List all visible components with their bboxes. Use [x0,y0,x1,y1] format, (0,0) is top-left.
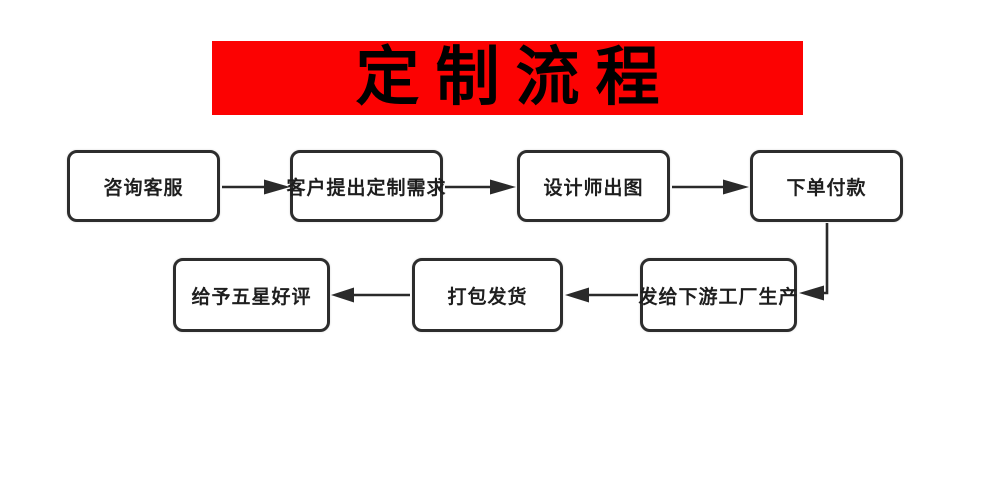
flow-node-factory-production: 发给下游工厂生产 [638,258,799,332]
arrow-requirements-to-designer [445,179,516,195]
flow-node-label: 客户提出定制需求 [286,177,447,199]
arrow-consult-to-requirements [222,179,290,195]
flow-node-label: 下单付款 [786,177,867,199]
flow-node-customer-requirements: 客户提出定制需求 [287,150,446,222]
flow-node-consult-service: 咨询客服 [67,150,220,222]
flow-node-label: 给予五星好评 [191,286,312,308]
flow-node-five-star-review: 给予五星好评 [173,258,330,332]
arrow-order-to-factory [799,223,829,301]
arrow-factory-to-pack [565,287,638,303]
flow-node-order-payment: 下单付款 [750,150,903,222]
flow-node-designer-drawing: 设计师出图 [517,150,670,222]
flow-node-label: 设计师出图 [543,177,644,199]
flow-node-label: 咨询客服 [103,177,184,199]
title-banner: 定制流程 [212,41,803,115]
arrow-pack-to-review [331,287,410,303]
flow-node-label: 发给下游工厂生产 [638,286,799,308]
flow-node-label: 打包发货 [447,286,528,308]
arrow-designer-to-order [672,179,749,195]
page-title: 定制流程 [355,42,676,113]
flow-node-pack-ship: 打包发货 [412,258,563,332]
